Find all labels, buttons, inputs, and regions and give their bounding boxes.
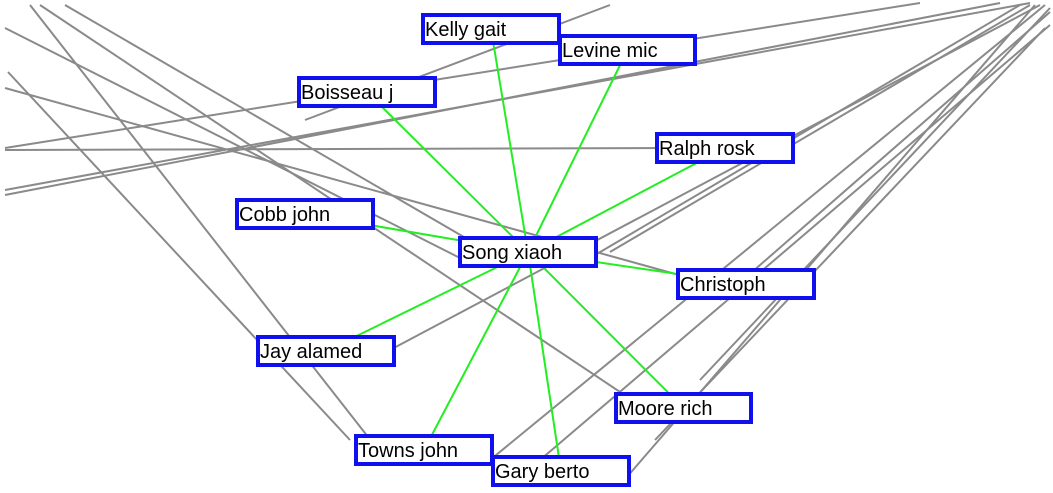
node-box[interactable]	[297, 76, 437, 108]
node-cobb[interactable]: Cobb john	[235, 198, 375, 230]
node-jay[interactable]: Jay alamed	[256, 335, 396, 367]
node-label[interactable]: Christoph	[680, 274, 766, 296]
node-kelly[interactable]: Kelly gait	[421, 13, 561, 45]
node-label[interactable]: Ralph rosk	[659, 138, 756, 160]
background-edge	[609, 4, 1031, 253]
node-box[interactable]	[614, 392, 753, 424]
node-moore[interactable]: Moore rich	[614, 392, 753, 424]
node-label[interactable]: Cobb john	[239, 204, 330, 226]
background-edge	[4, 147, 681, 151]
node-box[interactable]	[655, 132, 795, 164]
background-edge	[4, 87, 716, 286]
background-edge	[699, 7, 1051, 381]
node-box[interactable]	[256, 335, 396, 367]
background-edge	[64, 4, 501, 259]
node-box[interactable]	[558, 34, 697, 66]
node-song[interactable]: Song xiaoh	[458, 236, 598, 268]
node-label[interactable]: Kelly gait	[425, 19, 507, 41]
node-box[interactable]	[458, 236, 598, 268]
related-edge-ralph	[527, 147, 726, 253]
background-edge	[4, 27, 461, 259]
related-edge-moore	[527, 251, 685, 409]
background-edge	[7, 71, 351, 441]
related-edge-levine	[527, 49, 629, 253]
background-edge	[389, 4, 1041, 351]
node-label[interactable]: Jay alamed	[260, 341, 362, 363]
node-box[interactable]	[676, 268, 816, 300]
background-edge	[489, 4, 1046, 461]
node-christoph[interactable]: Christoph	[676, 268, 816, 300]
background-edge	[719, 11, 1051, 301]
node-gary[interactable]: Gary berto	[491, 455, 631, 487]
node-label[interactable]: Levine mic	[562, 40, 658, 62]
background-edge	[29, 4, 391, 466]
node-label[interactable]: Towns john	[358, 440, 458, 462]
node-box[interactable]	[235, 198, 375, 230]
node-box[interactable]	[354, 434, 494, 466]
related-edges	[304, 28, 747, 472]
node-box[interactable]	[491, 455, 631, 487]
node-label[interactable]: Moore rich	[618, 398, 712, 420]
node-towns[interactable]: Towns john	[354, 434, 494, 466]
related-edge-boisseau	[366, 91, 529, 253]
background-edge	[654, 27, 1046, 441]
background-edge	[589, 4, 1021, 259]
related-edge-jay	[325, 251, 529, 352]
node-boisseau[interactable]: Boisseau j	[297, 76, 437, 108]
related-edge-kelly	[490, 28, 529, 253]
related-edge-gary	[527, 251, 562, 472]
node-label[interactable]: Song xiaoh	[462, 242, 562, 264]
node-label[interactable]: Gary berto	[495, 461, 589, 483]
node-label[interactable]: Boisseau j	[301, 82, 393, 104]
node-levine[interactable]: Levine mic	[558, 34, 697, 66]
node-ralph[interactable]: Ralph rosk	[655, 132, 795, 164]
related-edge-towns	[423, 251, 529, 451]
background-edge	[4, 2, 921, 149]
background-edge	[539, 24, 1051, 461]
node-box[interactable]	[421, 13, 561, 45]
